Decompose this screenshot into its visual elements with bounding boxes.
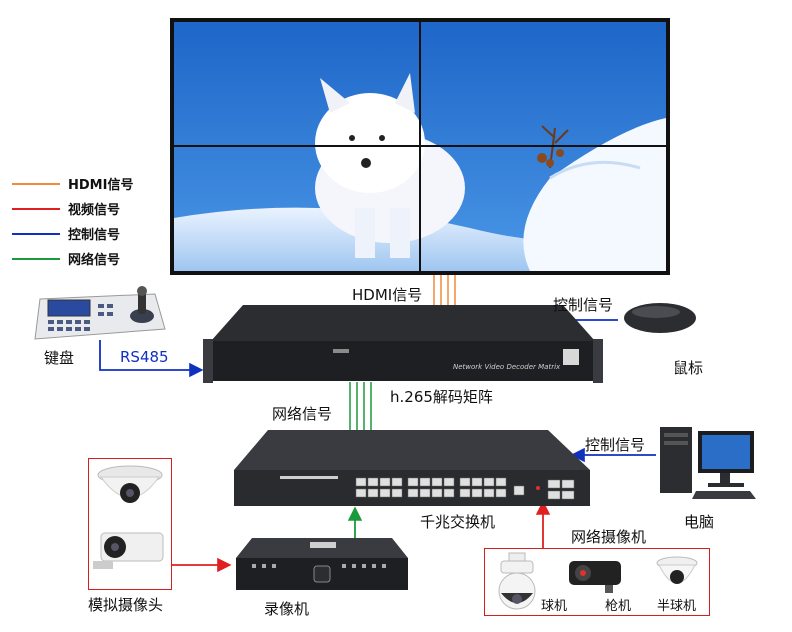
network-camera-label: 网络摄像机: [571, 528, 647, 546]
legend-video-label: 视频信号: [68, 203, 121, 218]
bullet-analog-camera-icon: [93, 532, 164, 569]
pc-label: 电脑: [684, 513, 715, 531]
legend-network-line: [12, 258, 60, 260]
network-lines: [349, 382, 372, 432]
bullet-network-camera-icon: [569, 561, 621, 593]
analog-camera-label: 模拟摄像头: [88, 596, 164, 614]
bullet-camera-label: 枪机: [605, 599, 632, 614]
legend-control-label: 控制信号: [68, 228, 121, 243]
hdmi-signal-label: HDMI信号: [352, 286, 423, 304]
control-signal-mouse-label: 控制信号: [553, 296, 614, 314]
legend-video-line: [12, 208, 60, 210]
hdmi-lines: [433, 275, 456, 305]
legend-hdmi-line: [12, 183, 60, 185]
switch-label: 千兆交换机: [420, 513, 496, 531]
rs485-label: RS485: [120, 348, 169, 366]
network-signal-label: 网络信号: [272, 405, 333, 423]
video-wall: [170, 18, 670, 275]
mouse-device: [624, 303, 696, 333]
half-dome-camera-icon: [656, 556, 698, 584]
switch-device: [234, 430, 590, 506]
recorder-label: 录像机: [264, 600, 310, 618]
legend-control-line: [12, 233, 60, 235]
keyboard-label: 键盘: [44, 349, 75, 367]
mouse-label: 鼠标: [673, 359, 704, 377]
pc-device: [660, 427, 756, 499]
keyboard-device: [34, 286, 166, 340]
network-camera-group: 球机 枪机 半球机: [484, 548, 710, 616]
dome-camera-label: 球机: [541, 599, 568, 614]
dome-analog-camera-icon: [97, 465, 163, 503]
decoder-matrix-device: Network Video Decoder Matrix: [203, 305, 603, 383]
half-dome-camera-label: 半球机: [657, 599, 697, 614]
decoder-matrix-label: h.265解码矩阵: [390, 388, 493, 406]
recorder-device: [236, 538, 408, 590]
ptz-dome-camera-icon: [498, 552, 536, 610]
legend-network-label: 网络信号: [68, 253, 121, 268]
control-signal-pc-label: 控制信号: [585, 436, 646, 454]
video-wall-image: [174, 22, 666, 271]
analog-camera-group: [88, 458, 172, 590]
legend-hdmi-label: HDMI信号: [68, 178, 134, 193]
decoder-front-text: Network Video Decoder Matrix: [453, 363, 561, 371]
